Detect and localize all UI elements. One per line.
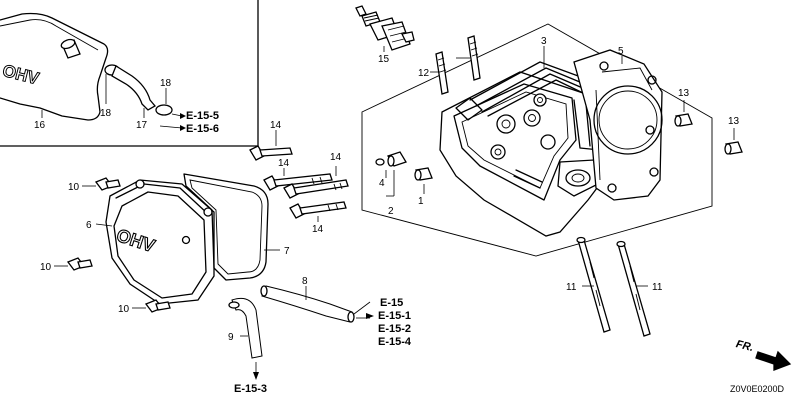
callout-13-lower: 13 xyxy=(728,116,740,127)
callout-2: 2 xyxy=(388,206,394,217)
cover-bolts: 10 10 10 xyxy=(40,177,171,315)
callout-15: 15 xyxy=(378,54,390,65)
inset-breather-tube xyxy=(111,65,156,111)
ref-e-15-5: E-15-5 xyxy=(186,110,219,122)
callout-11-right: 11 xyxy=(652,282,663,293)
diagram-code: Z0V0E0200D xyxy=(730,384,785,394)
callout-11-left: 11 xyxy=(566,282,577,293)
callout-9: 9 xyxy=(228,332,234,343)
front-direction-indicator: FR. xyxy=(735,338,792,371)
push-rods: 11 11 xyxy=(566,236,663,337)
ref-e-15-2: E-15-2 xyxy=(378,323,411,335)
ref-e-15-1: E-15-1 xyxy=(378,310,411,322)
callout-12: 12 xyxy=(418,68,430,79)
callout-3: 3 xyxy=(541,36,547,47)
head-cover: OHV 6 xyxy=(86,179,215,305)
dowel-pins: 13 13 xyxy=(674,88,743,155)
breather-references: E-15 E-15-1 E-15-2 E-15-4 xyxy=(353,297,412,348)
callout-14-top: 14 xyxy=(270,120,282,131)
head-assembly-outline xyxy=(361,23,713,257)
breather-tube: 8 xyxy=(260,276,355,323)
inset-panel: OHV 16 18 17 18 E-15-5 E-15-6 xyxy=(0,0,259,147)
callout-4: 4 xyxy=(379,178,385,189)
ref-e-15-4: E-15-4 xyxy=(378,336,412,348)
head-bolts: 14 14 14 14 xyxy=(249,120,349,235)
front-label: FR. xyxy=(735,338,755,354)
callout-14-left: 14 xyxy=(278,158,290,169)
callout-6: 6 xyxy=(86,220,92,231)
drain-tube: 9 E-15-3 xyxy=(228,297,267,395)
cylinder-head xyxy=(439,61,607,237)
callout-13-upper: 13 xyxy=(678,88,690,99)
callout-5: 5 xyxy=(618,46,624,57)
spark-plug: 15 xyxy=(355,5,415,65)
callout-14-bottom: 14 xyxy=(312,224,324,235)
callout-18-inset-left: 18 xyxy=(100,108,112,119)
callout-1: 1 xyxy=(418,196,424,207)
callout-7: 7 xyxy=(284,246,290,257)
callout-14-right: 14 xyxy=(330,152,342,163)
callout-16: 16 xyxy=(34,120,46,131)
inset-logo: OHV xyxy=(1,61,42,89)
callout-17: 17 xyxy=(136,120,148,131)
inset-cover xyxy=(0,12,109,121)
callout-8: 8 xyxy=(302,276,308,287)
callout-10-middle: 10 xyxy=(40,262,52,273)
ref-e-15-6: E-15-6 xyxy=(186,123,219,135)
callout-10-top: 10 xyxy=(68,182,80,193)
small-parts: 4 2 1 xyxy=(375,151,433,217)
stud-bolts: 12 xyxy=(418,35,481,95)
cover-gasket: 7 xyxy=(183,173,290,281)
callout-18-inset-right: 18 xyxy=(160,78,172,89)
ref-e-15: E-15 xyxy=(380,297,403,309)
callout-10-bottom: 10 xyxy=(118,304,130,315)
head-gasket xyxy=(573,49,663,201)
ref-e-15-3: E-15-3 xyxy=(234,383,267,395)
inset-clip-right xyxy=(155,104,173,116)
